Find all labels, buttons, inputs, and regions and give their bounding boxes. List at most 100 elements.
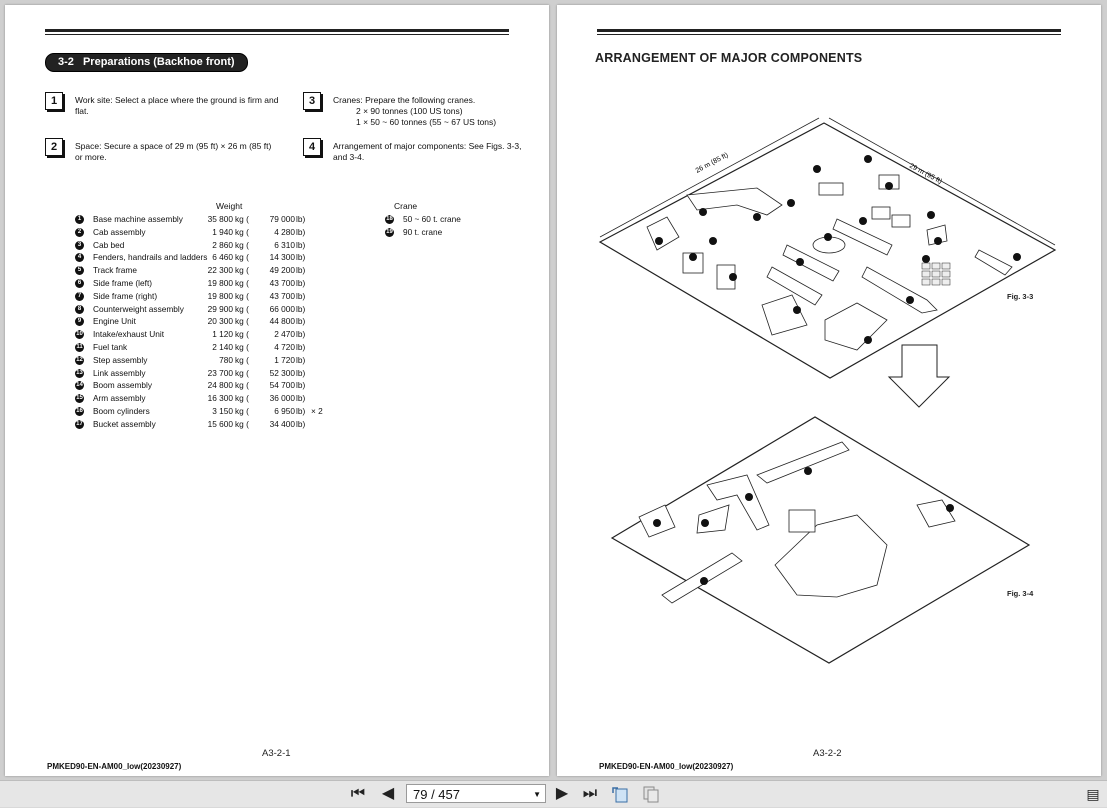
- unit-lb: lb): [296, 265, 306, 276]
- dim-line-26: [599, 117, 820, 238]
- engine-unit-sketch: [824, 302, 888, 351]
- part-weight-lb: 79 000: [269, 214, 295, 224]
- callout-marker: [885, 182, 893, 190]
- part-weight-kg: 2 140: [212, 341, 233, 352]
- crane-sketch: [916, 499, 956, 528]
- unit-lb: lb): [296, 354, 306, 365]
- part-number-badge: 5: [75, 266, 84, 276]
- unit-kg: kg (: [235, 393, 249, 404]
- part-number-badge: 10: [75, 330, 84, 340]
- unit-lb: lb): [296, 341, 306, 352]
- part-name: Link assembly: [93, 367, 146, 378]
- crane-number-badge: 19: [385, 227, 394, 237]
- fig3-4-ground-outline: [610, 416, 1031, 664]
- part-number-badge: 7: [75, 291, 84, 301]
- callout-marker: [824, 233, 832, 241]
- dim-line-29: [828, 117, 1056, 246]
- step-number: 1: [45, 92, 63, 110]
- part-weight-kg: 19 800: [207, 277, 233, 288]
- copy-page-icon[interactable]: [641, 785, 661, 803]
- step-number: 2: [45, 138, 63, 156]
- part-weight-kg: 3 150: [212, 405, 233, 416]
- page-number-label: A3-2-1: [262, 748, 291, 759]
- document-viewport[interactable]: 3-2 Preparations (Backhoe front) 1 Work …: [0, 0, 1107, 780]
- part-number-badge: 13: [75, 368, 84, 378]
- page-glyph-sheet: [615, 788, 628, 803]
- rotate-page-glyph: [612, 787, 628, 803]
- part-number-badge: 3: [75, 240, 84, 250]
- last-page-button[interactable]: ⏭: [582, 785, 598, 802]
- part-weight-kg: 780: [219, 354, 233, 365]
- figure-3-3-illustration: 26 m (85 ft) 29 m (95 ft): [598, 117, 1057, 664]
- copy-page-glyph: [643, 786, 659, 803]
- chevron-down-icon: ▼: [533, 790, 541, 799]
- part-name: Step assembly: [93, 354, 148, 365]
- assembled-machine-sketch: [774, 514, 888, 598]
- page-left: 3-2 Preparations (Backhoe front) 1 Work …: [5, 5, 549, 776]
- viewer-toolbar: ⏮ ◀ 79 / 457 ▼ ▶ ⏭ ▤: [0, 780, 1107, 807]
- unit-kg: kg (: [235, 277, 249, 288]
- unit-kg: kg (: [235, 418, 249, 429]
- part-weight-lb: 66 000: [269, 303, 295, 314]
- part-tile: [931, 262, 941, 270]
- page-number-selector[interactable]: 79 / 457 ▼: [406, 784, 546, 803]
- callout-marker: [934, 237, 942, 245]
- previous-page-button[interactable]: ◀: [381, 785, 395, 802]
- unit-kg: kg (: [235, 303, 249, 314]
- part-tile: [921, 262, 931, 270]
- part-weight-kg: 1 940: [212, 226, 233, 237]
- step-text: Arrangement of major components: See Fig…: [333, 141, 522, 162]
- part-weight-lb: 49 200: [269, 265, 295, 276]
- callout-marker: [793, 306, 801, 314]
- boom-sketch: [686, 187, 783, 216]
- unit-kg: kg (: [235, 265, 249, 276]
- part-name: Bucket assembly: [93, 418, 156, 429]
- step-3-sub-2: 1 × 50 ~ 60 tonnes (55 ~ 67 US tons): [356, 117, 497, 127]
- first-page-button[interactable]: ⏮: [350, 785, 366, 802]
- part-weight-lb: 4 720: [274, 341, 295, 352]
- side-frame-sketch: [832, 218, 893, 256]
- unit-lb: lb): [296, 277, 306, 288]
- engine-parts-grid: [921, 262, 951, 286]
- page-right: ARRANGEMENT OF MAJOR COMPONENTS 26 m (85…: [557, 5, 1101, 776]
- unit-kg: kg (: [235, 354, 249, 365]
- arm-sketch: [696, 504, 730, 534]
- part-name: Fuel tank: [93, 341, 128, 352]
- part-weight-kg: 15 600: [207, 418, 233, 429]
- header-rule-thin: [597, 34, 1061, 35]
- part-tile: [941, 270, 951, 278]
- callout-marker: [653, 519, 661, 527]
- unit-lb: lb): [296, 418, 306, 429]
- step-3: 3 Cranes: Prepare the following cranes. …: [303, 92, 543, 132]
- document-properties-icon[interactable]: ▤: [1086, 786, 1100, 802]
- callout-marker: [906, 296, 914, 304]
- part-name: Counterweight assembly: [93, 303, 184, 314]
- track-sketch: [766, 266, 823, 306]
- page-glyph-front: [647, 789, 659, 803]
- dim-label-26: 26 m (85 ft): [695, 152, 730, 175]
- part-weight-kg: 29 900: [207, 303, 233, 314]
- down-arrow-icon: [887, 344, 951, 408]
- callout-markers: [655, 155, 1021, 344]
- component-block: [891, 214, 911, 228]
- crane-name: 50 ~ 60 t. crane: [403, 214, 461, 224]
- part-weight-lb: 36 000: [269, 393, 295, 404]
- crane-sketch: [974, 249, 1013, 276]
- part-weight-lb: 43 700: [269, 277, 295, 288]
- page-number-label: A3-2-2: [813, 748, 842, 759]
- rotate-page-icon[interactable]: [611, 785, 631, 803]
- step-text: Cranes: Prepare the following cranes. 2 …: [333, 95, 538, 128]
- part-weight-lb: 34 400: [269, 418, 295, 429]
- part-number-badge: 4: [75, 253, 84, 263]
- boom-sketch: [706, 474, 770, 531]
- next-page-button[interactable]: ▶: [555, 785, 569, 802]
